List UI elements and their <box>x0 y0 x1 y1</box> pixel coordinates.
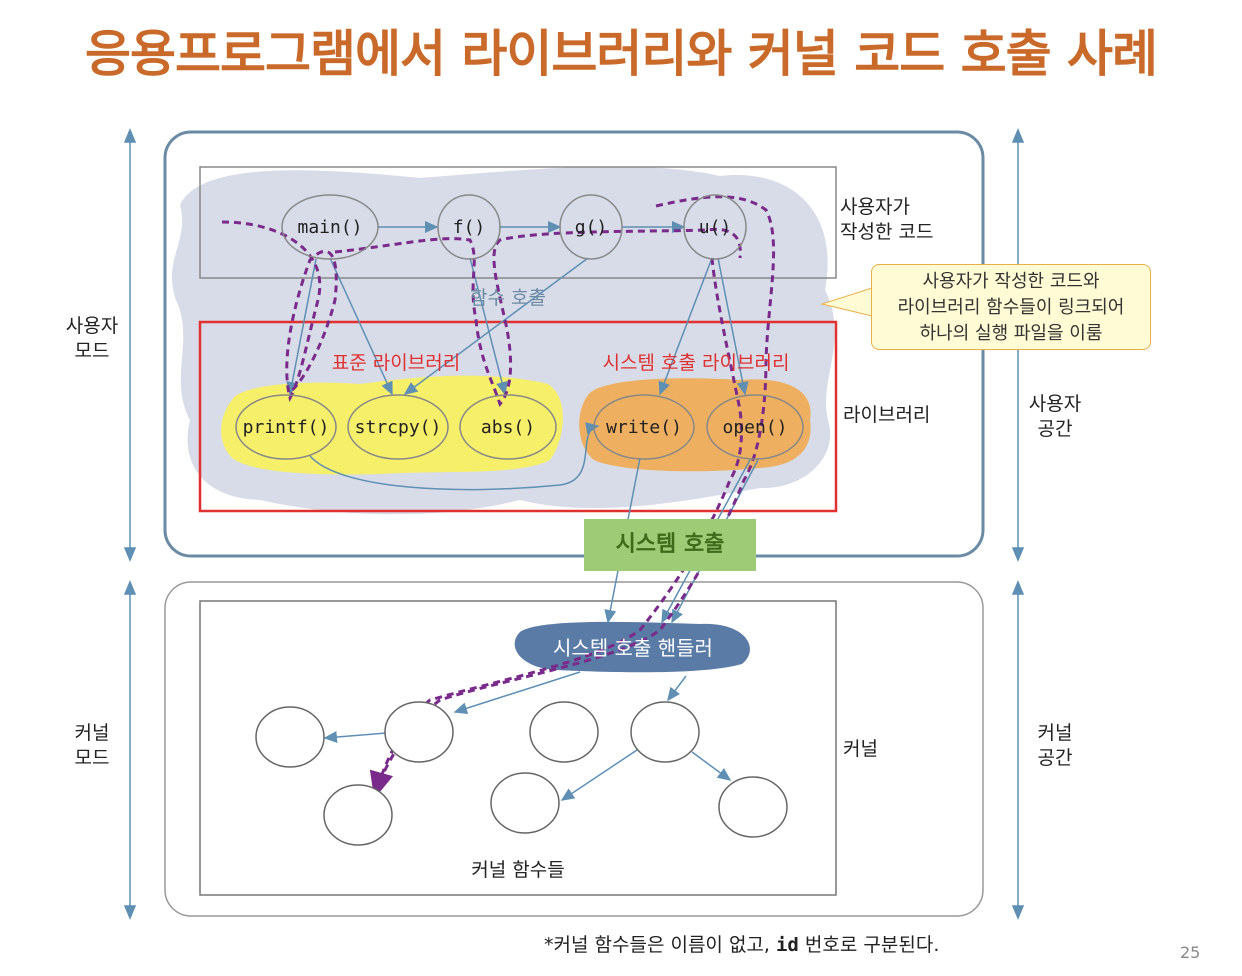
kernel-func-node <box>323 784 393 846</box>
strcpy-label: strcpy() <box>355 417 442 438</box>
open-label: open() <box>722 417 787 438</box>
kernel-inner-box <box>199 600 837 896</box>
handler-blob <box>514 621 750 673</box>
abs-node <box>459 394 557 460</box>
g-node <box>559 194 623 260</box>
page-title: 응용프로그램에서 라이브러리와 커널 코드 호출 사례 <box>84 25 1158 83</box>
kernel-mode-label: 커널 모드 <box>74 722 110 769</box>
link-callout: 사용자가 작성한 코드와 라이브러리 함수들이 링크되어 하나의 실행 파일을 … <box>871 264 1151 350</box>
function-call-label: 함수 호출 <box>470 287 546 309</box>
u-label: u() <box>699 217 732 238</box>
std-lib-blob <box>221 375 563 475</box>
user-code-region-label: 사용자가 작성한 코드 <box>840 196 934 243</box>
kernel-func-node <box>529 701 599 763</box>
main-label: main() <box>297 217 362 238</box>
sys-lib-blob <box>579 378 811 472</box>
footnote-suffix: 번호로 구분된다. <box>798 934 940 956</box>
handler-label: 시스템 호출 핸들러 <box>553 636 713 660</box>
library-region-label: 라이브러리 <box>843 404 931 426</box>
kernel-space-label: 커널 공간 <box>1037 722 1073 769</box>
user-mode-label: 사용자 모드 <box>65 315 119 362</box>
abs-label: abs() <box>481 417 535 438</box>
kernel-func-node <box>630 701 700 763</box>
strcpy-node <box>347 394 449 460</box>
write-node <box>593 394 695 460</box>
printf-node <box>235 394 337 460</box>
kernel-func-node <box>718 776 788 838</box>
write-label: write() <box>606 417 682 438</box>
kernel-func-node <box>490 772 560 834</box>
footnote: *커널 함수들은 이름이 없고, id 번호로 구분된다. <box>544 930 939 957</box>
printf-label: printf() <box>243 417 330 438</box>
sys-lib-label: 시스템 호출 라이브러리 <box>603 352 790 374</box>
f-label: f() <box>453 217 486 238</box>
g-label: g() <box>575 217 608 238</box>
user-space-label: 사용자 공간 <box>1028 393 1082 440</box>
open-node <box>706 394 804 460</box>
std-lib-label: 표준 라이브러리 <box>332 352 460 374</box>
library-box <box>198 320 838 513</box>
f-node <box>437 194 501 260</box>
footnote-code: id <box>775 934 799 956</box>
main-node <box>281 194 379 260</box>
page-number: 25 <box>1180 943 1201 962</box>
user-code-box <box>199 166 837 279</box>
footnote-prefix: *커널 함수들은 이름이 없고, <box>544 934 776 956</box>
kernel-func-node <box>255 706 325 768</box>
u-node <box>683 194 747 260</box>
kernel-functions-label: 커널 함수들 <box>471 859 564 881</box>
kernel-func-node <box>384 701 454 763</box>
system-call-box: 시스템 호출 <box>584 519 756 571</box>
kernel-region-label: 커널 <box>843 738 878 760</box>
